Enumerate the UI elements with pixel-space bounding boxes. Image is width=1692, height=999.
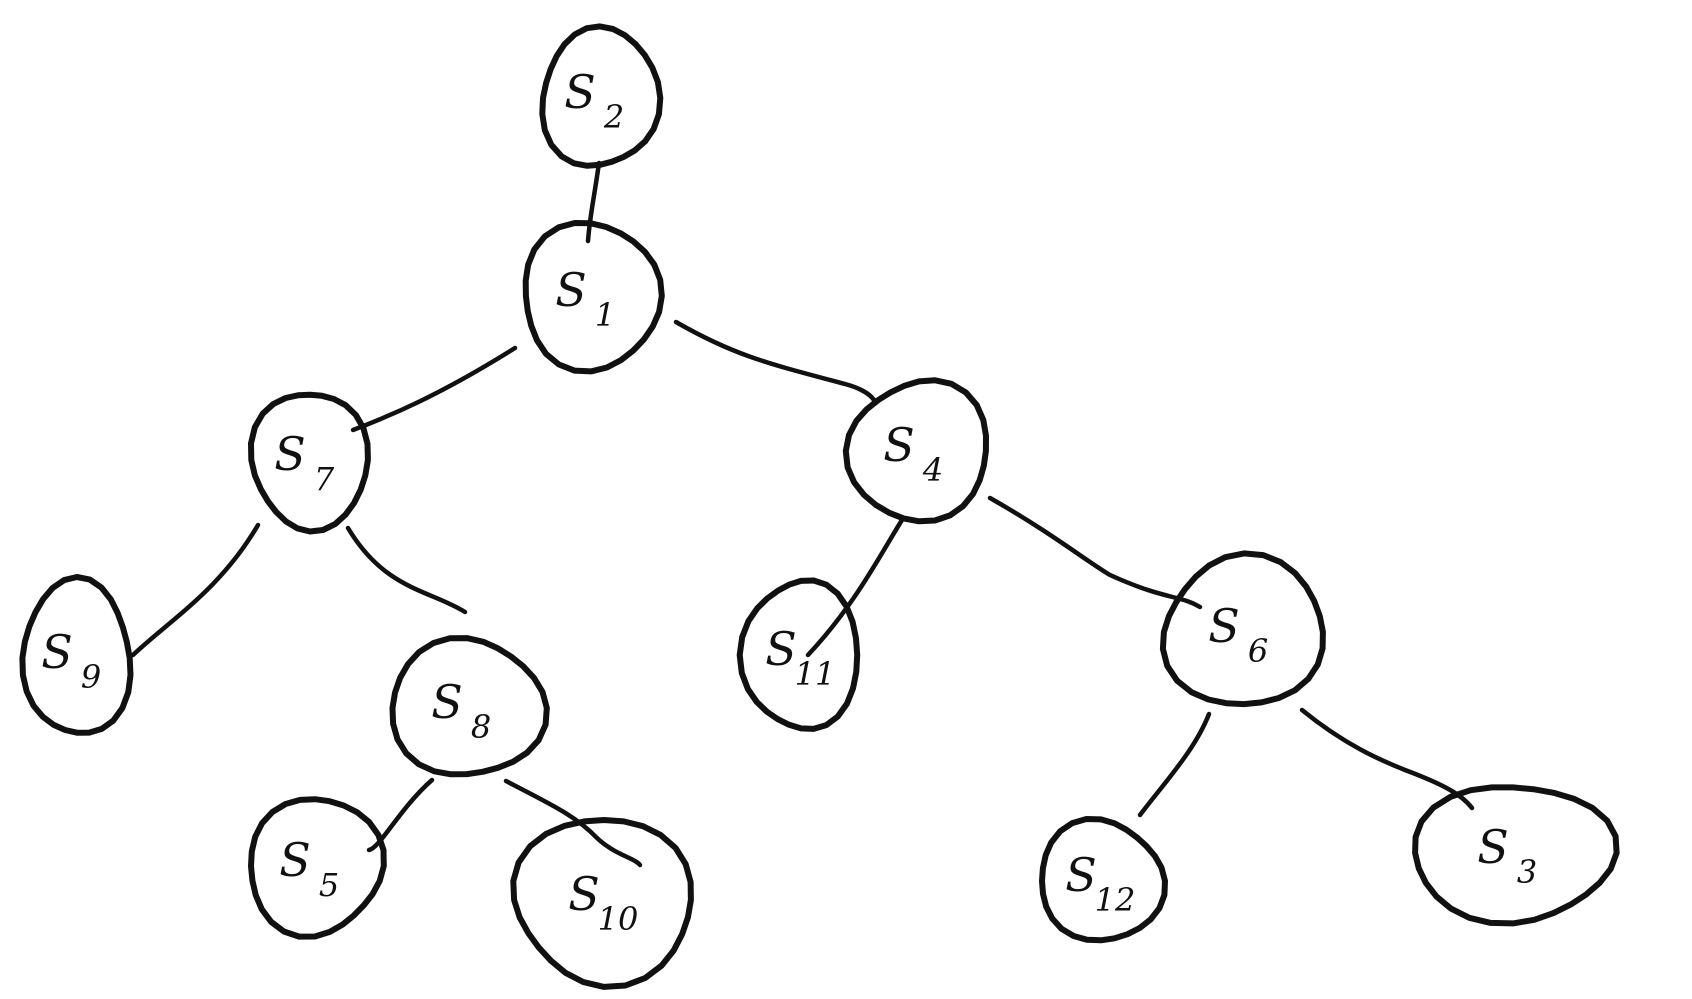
edge-s1-s7 [350,345,518,433]
edge-s6-s3 [1299,707,1475,811]
node-circle-s5 [248,796,387,940]
edges-layer [130,160,1475,868]
node-circle-s7 [248,391,371,535]
node-subscript-s1: 1 [595,296,615,334]
node-letter-s9: S [41,625,73,679]
node-circle-s11 [736,577,861,732]
node-s10: S10 [510,817,694,990]
edge-s8-s5 [366,777,435,853]
edge-s4-s11 [805,517,905,658]
node-subscript-s10: 10 [598,900,639,938]
node-subscript-s11: 11 [795,655,836,693]
node-circle-s4 [842,377,989,525]
node-subscript-s7: 7 [314,460,335,498]
node-letter-s8: S [431,675,463,729]
node-circle-s10 [510,817,694,990]
node-subscript-s9: 9 [81,658,101,696]
node-letter-s7: S [274,427,306,481]
node-letter-s12: S [1065,848,1097,902]
node-circle-s3 [1412,784,1620,927]
edge-s4-s6 [987,495,1203,610]
node-subscript-s4: 4 [922,451,943,489]
node-circle-s9 [19,574,134,736]
edge-s6-s12 [1137,711,1212,818]
edge-s7-s8 [345,525,468,615]
node-subscript-s8: 8 [471,708,491,746]
edge-s1-s4 [673,319,877,403]
node-subscript-s12: 12 [1095,881,1136,919]
node-letter-s6: S [1208,599,1240,653]
node-s11: S11 [736,577,861,732]
edge-s7-s9 [130,522,261,658]
node-subscript-s6: 6 [1248,632,1268,670]
node-circle-s1 [522,220,665,375]
node-letter-s11: S [765,622,797,676]
node-letter-s3: S [1477,820,1509,874]
edge-s2-s1 [585,160,602,244]
node-letter-s1: S [555,263,587,317]
node-s12: S12 [1039,816,1168,944]
node-circle-s2 [539,23,664,169]
node-letter-s5: S [279,833,311,887]
node-letter-s10: S [568,867,600,921]
node-circle-s12 [1039,816,1168,944]
node-letter-s4: S [883,418,915,472]
node-circle-s6 [1159,550,1326,708]
node-letter-s2: S [564,65,596,119]
node-subscript-s3: 3 [1517,853,1537,891]
edge-s8-s10 [503,778,643,868]
node-circle-s8 [389,635,550,778]
node-subscript-s2: 2 [603,98,624,136]
node-subscript-s5: 5 [319,866,339,904]
